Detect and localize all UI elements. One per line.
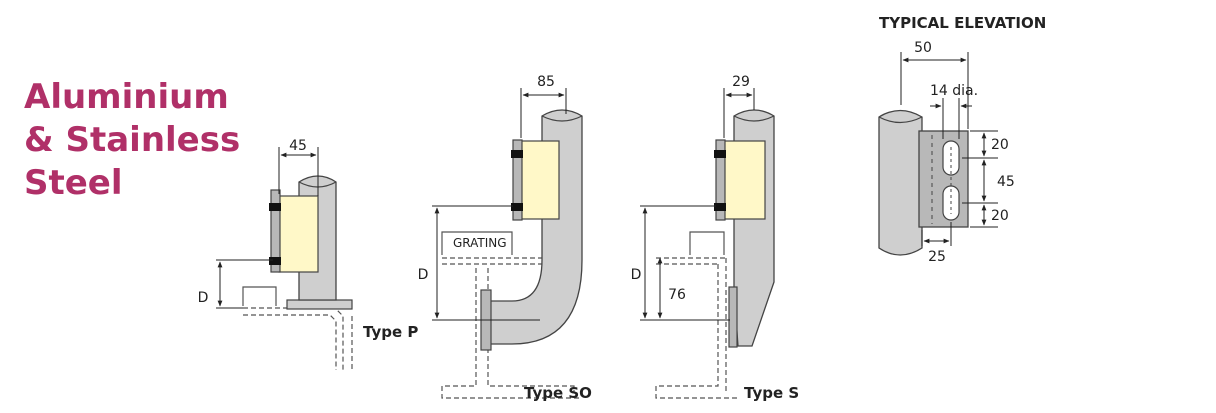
typical-elevation-figure: TYPICAL ELEVATION 50 14 dia. 20 45 20 — [878, 14, 1046, 265]
type-s-dim-inner: 76 — [668, 287, 686, 303]
type-p-figure: 45 D Type P — [198, 138, 418, 370]
type-s-dim-top: 29 — [732, 74, 750, 90]
type-p-block — [278, 195, 319, 273]
type-p-bolt-top — [269, 203, 281, 211]
type-so-grating-outline — [441, 231, 513, 255]
type-s-label: Type S — [744, 384, 799, 402]
type-p-label: Type P — [363, 323, 418, 341]
type-so-bolt-top — [511, 150, 523, 158]
elevation-dim-base: 25 — [928, 249, 946, 265]
type-p-walkway-outline — [243, 307, 353, 370]
type-p-dim-side: D — [198, 290, 209, 306]
type-s-dim-side: D — [631, 267, 642, 283]
elevation-dim-width: 50 — [914, 40, 932, 56]
elevation-dim-hole: 14 dia. — [930, 83, 978, 99]
type-so-dim-side: D — [418, 267, 429, 283]
type-p-base-plate — [286, 299, 353, 310]
type-s-grating-outline — [689, 231, 725, 255]
type-so-block — [520, 140, 560, 220]
type-so-grating-label: GRATING — [453, 236, 507, 250]
title-line-2: & Stainless — [24, 120, 241, 160]
page-title: Aluminium & Stainless Steel — [24, 76, 240, 205]
elevation-slot-top — [942, 140, 960, 176]
type-p-dim-top: 45 — [289, 138, 307, 154]
type-so-bolt-bottom — [511, 203, 523, 211]
type-s-block — [723, 140, 766, 220]
elevation-dim-mid: 45 — [997, 174, 1015, 190]
type-so-label: Type SO — [524, 384, 592, 402]
title-line-3: Steel — [24, 163, 123, 203]
elevation-dim-bottom: 20 — [991, 208, 1009, 224]
type-so-channel-outline — [441, 257, 582, 399]
elevation-dim-top: 20 — [991, 137, 1009, 153]
type-s-bolt-bottom — [714, 203, 726, 211]
title-line-1: Aluminium — [24, 77, 229, 117]
type-s-figure: 29 D 76 Type S — [631, 74, 800, 402]
elevation-heading: TYPICAL ELEVATION — [879, 14, 1046, 32]
type-so-figure: GRATING 85 D Type SO — [418, 74, 592, 402]
type-s-channel-outline — [655, 257, 738, 399]
type-so-dim-top: 85 — [537, 74, 555, 90]
type-p-bolt-bottom — [269, 257, 281, 265]
type-p-grating-outline — [242, 286, 277, 306]
type-s-bolt-top — [714, 150, 726, 158]
elevation-pipe — [878, 109, 923, 256]
type-s-side-plate — [728, 286, 738, 348]
